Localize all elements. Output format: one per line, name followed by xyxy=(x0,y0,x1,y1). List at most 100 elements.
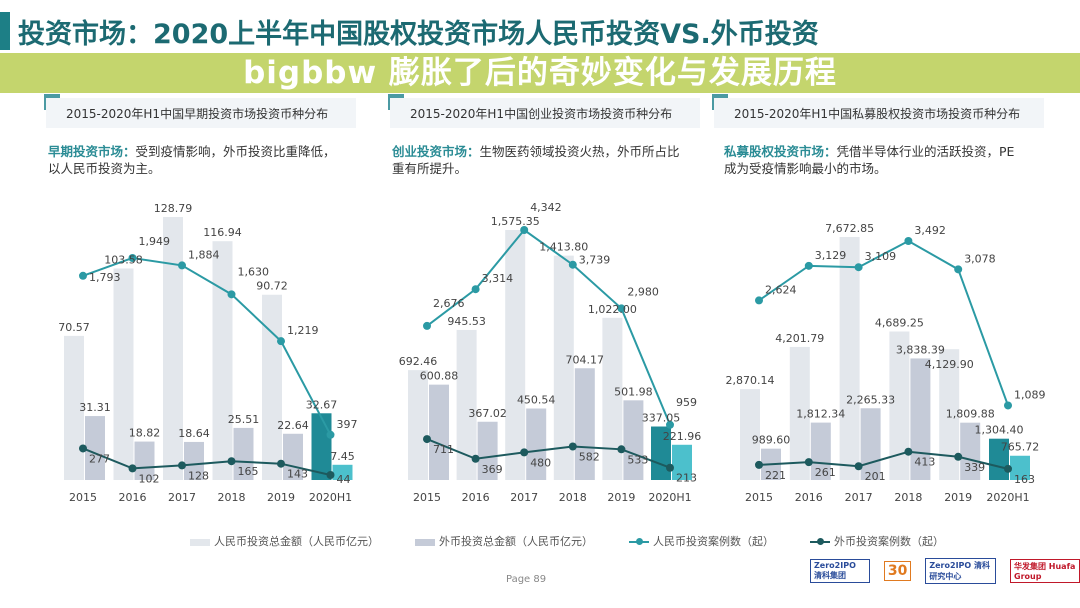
bar-label: 31.31 xyxy=(79,401,111,414)
bar-fx-amount xyxy=(85,416,105,480)
bar-label: 25.51 xyxy=(228,413,260,426)
bar-rmb-amount xyxy=(602,317,623,480)
desc-text: 生物医药领域投资火热，外币所占比重有所提升。 xyxy=(392,144,680,176)
zero2ipo-research-logo: Zero2IPO 清科研究中心 xyxy=(925,558,996,584)
bar-label: 128.79 xyxy=(154,202,193,215)
line-rmb-cases-label: 3,739 xyxy=(579,254,611,267)
line-fx-cases-point xyxy=(854,462,863,471)
line-fx-cases-label: 339 xyxy=(964,461,985,474)
bar-fx-amount xyxy=(332,464,353,480)
bar-fx-amount xyxy=(477,421,498,480)
line-fx-cases xyxy=(758,450,1009,470)
bar-rmb-amount xyxy=(408,370,428,480)
line-rmb-cases-label: 1,630 xyxy=(238,265,270,278)
bar-rmb-amount xyxy=(113,268,134,480)
bar-label: 18.64 xyxy=(178,427,210,440)
bar-label: 4,129.90 xyxy=(925,358,974,371)
zero2ipo-group-logo: Zero2IPO 清科集团 xyxy=(810,559,870,583)
bar-fx-amount xyxy=(860,408,881,480)
line-rmb-cases-point xyxy=(666,420,674,429)
line-rmb-cases xyxy=(82,256,332,436)
desc-key: 早期投资市场： xyxy=(48,144,136,159)
line-fx-cases-point xyxy=(178,461,186,470)
bar-fx-amount xyxy=(429,384,449,480)
line-rmb-cases-label: 959 xyxy=(676,396,697,409)
bar-fx-amount xyxy=(672,444,692,480)
bar-label: 7,672.85 xyxy=(825,222,874,235)
bar-label: 600.88 xyxy=(420,370,459,383)
bar-label: 2,870.14 xyxy=(726,374,775,387)
bar-label: 18.82 xyxy=(129,427,161,440)
bar-rmb-amount xyxy=(939,349,960,480)
line-rmb-cases-point xyxy=(804,261,813,270)
bar-label: 1,304.40 xyxy=(975,424,1024,437)
line-rmb-cases-label: 2,980 xyxy=(627,285,659,298)
x-tick-label: 2018 xyxy=(218,491,246,504)
bar-rmb-amount xyxy=(889,331,910,480)
bar-label: 450.54 xyxy=(517,394,556,407)
line-rmb-cases-label: 1,793 xyxy=(89,271,121,284)
line-rmb-cases-point xyxy=(755,296,763,305)
line-fx-cases-label: 44 xyxy=(337,473,351,486)
bar-label: 32.67 xyxy=(306,398,338,411)
line-rmb-cases-label: 3,078 xyxy=(964,252,996,265)
x-tick-label: 2018 xyxy=(559,491,587,504)
bar-rmb-amount xyxy=(311,413,332,480)
x-tick-label: 2019 xyxy=(267,491,295,504)
line-rmb-cases-label: 1,219 xyxy=(287,324,319,337)
legend: 人民币投资总金额（人民币亿元） 外币投资总金额（人民币亿元） 人民币投资案例数（… xyxy=(190,533,944,549)
bar-fx-amount xyxy=(134,441,155,480)
x-tick-label: 2015 xyxy=(413,491,441,504)
line-fx-cases-point xyxy=(954,452,963,461)
line-fx-cases-point xyxy=(666,463,674,472)
x-tick-label: 2020H1 xyxy=(648,491,691,504)
bar-fx-amount xyxy=(960,422,981,480)
x-tick-label: 2016 xyxy=(795,491,823,504)
bar-fx-amount xyxy=(810,422,831,480)
x-tick-label: 2015 xyxy=(745,491,773,504)
line-rmb-cases-point xyxy=(854,263,863,272)
bar-label: 90.72 xyxy=(256,280,288,293)
line-fx-cases-label: 480 xyxy=(530,456,551,469)
line-rmb-cases-label: 4,342 xyxy=(530,201,562,214)
bar-fx-amount xyxy=(233,427,254,480)
bar-label: 704.17 xyxy=(566,353,605,366)
desc-text: 凭借半导体行业的活跃投资，PE成为受疫情影响最小的市场。 xyxy=(724,144,1015,176)
line-fx-cases-label: 163 xyxy=(1014,473,1035,486)
line-fx-cases-point xyxy=(326,470,335,479)
bar-label: 1,809.88 xyxy=(946,408,995,421)
x-tick-label: 2018 xyxy=(894,491,922,504)
line-fx-cases xyxy=(426,438,671,469)
bar-label: 4,201.79 xyxy=(775,332,824,345)
bar-rmb-amount xyxy=(740,389,760,480)
line-fx-cases-point xyxy=(471,454,480,463)
banner-text: bigbbw 膨胀了后的奇妙变化与发展历程 xyxy=(243,55,837,91)
bar-label: 501.98 xyxy=(614,385,653,398)
line-rmb-cases xyxy=(758,239,1009,406)
bar-rmb-amount xyxy=(553,255,574,480)
bar-fx-amount xyxy=(184,441,204,480)
line-rmb-cases-label: 2,624 xyxy=(765,283,797,296)
line-fx-cases-point xyxy=(520,448,529,457)
line-fx-cases-point xyxy=(804,458,813,467)
line-rmb-cases-point xyxy=(277,337,285,346)
x-tick-label: 2016 xyxy=(462,491,490,504)
bar-label: 3,838.39 xyxy=(896,343,945,356)
line-fx-cases-point xyxy=(568,442,577,451)
line-fx-cases-label: 128 xyxy=(188,469,209,482)
panel-description: 创业投资市场：生物医药领域投资火热，外币所占比重有所提升。 xyxy=(392,143,692,177)
line-rmb-cases-label: 2,676 xyxy=(433,297,465,310)
line-rmb-cases-point xyxy=(568,260,577,269)
legend-rmb-cases: 人民币投资案例数（起） xyxy=(629,533,774,549)
line-rmb-cases-label: 3,129 xyxy=(815,249,847,262)
line-fx-cases-label: 711 xyxy=(433,443,454,456)
bar-fx-amount xyxy=(623,400,644,480)
x-tick-label: 2017 xyxy=(168,491,196,504)
line-rmb-cases-point xyxy=(617,304,626,313)
x-tick-label: 2017 xyxy=(845,491,873,504)
x-tick-label: 2019 xyxy=(944,491,972,504)
bar-label: 22.64 xyxy=(277,419,309,432)
legend-fx-cases: 外币投资案例数（起） xyxy=(810,533,944,549)
line-fx-cases-point xyxy=(617,445,626,454)
